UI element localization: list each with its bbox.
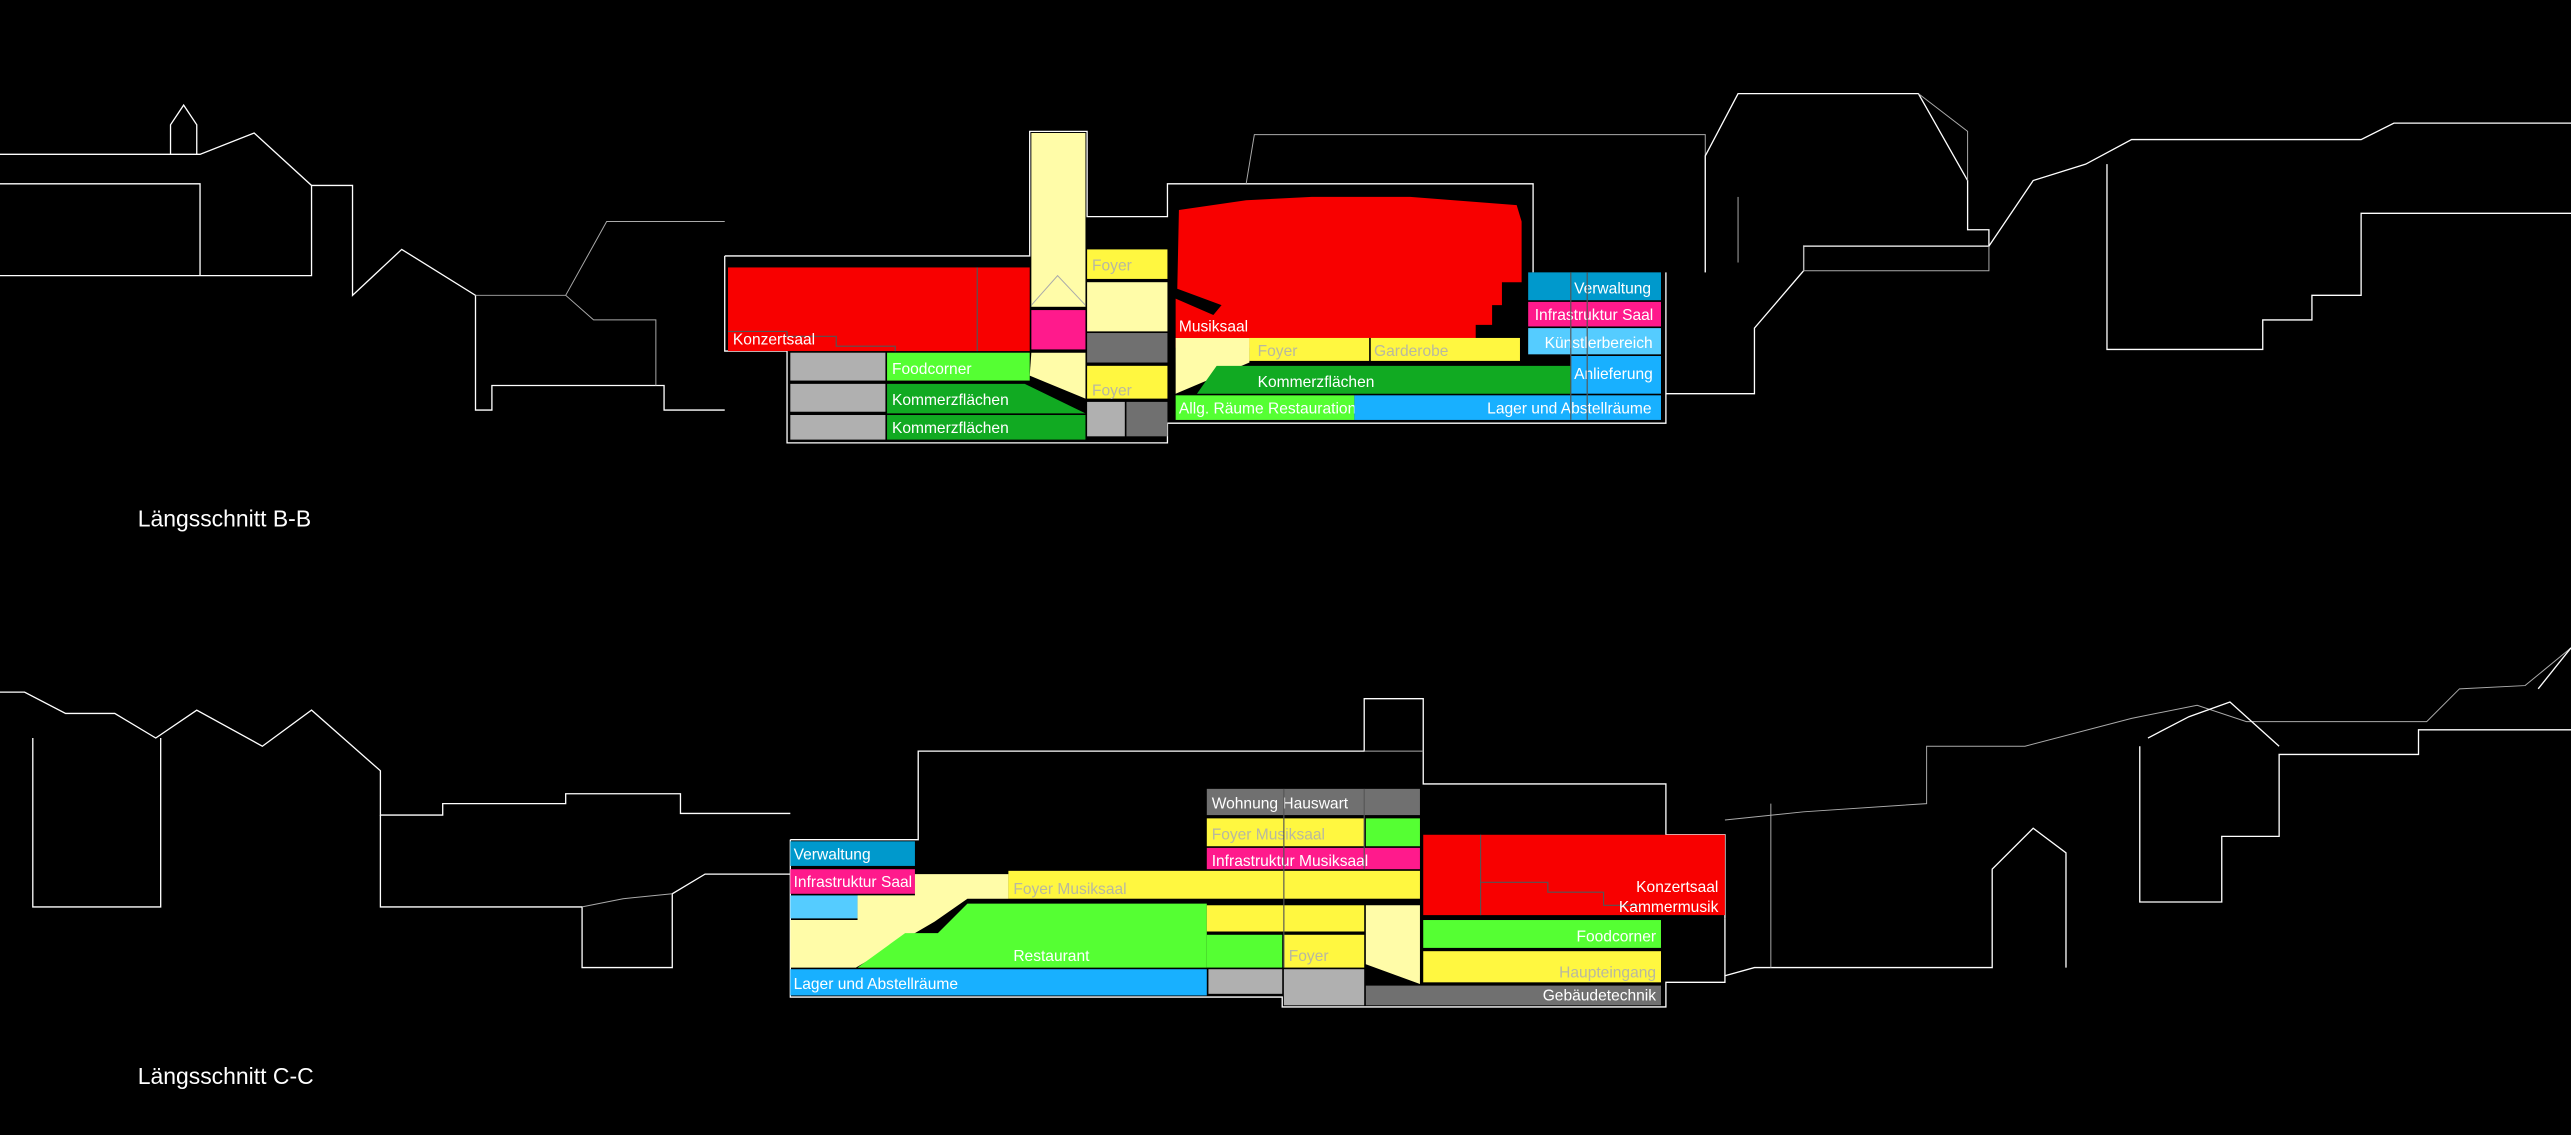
label-musiksaal: Musiksaal [1179,318,1248,335]
label-foyer-mid: Foyer [1092,382,1132,399]
room-gebaeudetechnik[interactable] [1365,985,1661,1006]
room-foyer-right[interactable] [1249,337,1370,361]
room-lager-bb[interactable] [1354,395,1661,420]
room-kommerz-1[interactable] [887,383,1086,414]
room-foyer-mid[interactable] [1087,365,1168,399]
room-stair-tower [1031,132,1086,307]
room-grey-2 [790,383,886,412]
room-verwaltung-cc[interactable] [790,841,915,866]
label-kommerz-1: Kommerzflächen [892,392,1009,409]
label-gebaeudetechnik: Gebäudetechnik [1543,987,1657,1004]
room-foyer-musiksaal-upper[interactable] [1206,818,1365,847]
label-lager-bb: Lager und Abstellräume [1487,400,1651,417]
room-yellow-mid [1206,905,1365,932]
section-bb: Konzertsaal Foyer Foyer Foodcorner Komme… [728,132,1661,440]
label-verwaltung-bb: Verwaltung [1574,281,1651,298]
room-foyer-cc[interactable] [1283,934,1365,968]
room-wohnung-hauswart[interactable] [1206,788,1420,816]
label-infrastruktur-bb: Infrastruktur Saal [1535,307,1654,324]
room-allg-raeume[interactable] [1175,395,1355,420]
room-infrastruktur-saal-cc[interactable] [790,869,915,894]
room-technik-light [1087,401,1125,437]
label-foyer-top: Foyer [1092,258,1132,275]
label-kammermusik: Kammermusik [1619,899,1719,916]
room-foyer-wedge-cc [1365,905,1420,984]
room-foyer-top[interactable] [1087,249,1168,279]
room-grey-1 [790,352,886,381]
room-technik-light-cc-1 [1208,969,1283,994]
room-technik-dark-2 [1126,401,1168,437]
room-foodcorner-bb[interactable] [887,352,1030,381]
room-haupteingang[interactable] [1423,951,1661,983]
section-title-cc: Längsschnitt C-C [138,1063,314,1089]
room-foyer-light-cc [790,874,1009,968]
room-grey-3 [790,415,886,440]
label-allg-raeume: Allg. Räume Restauration [1179,400,1356,417]
label-foyer-musiksaal-upper: Foyer Musiksaal [1212,827,1325,844]
room-garderobe[interactable] [1370,337,1520,361]
room-kuenstlerbereich[interactable] [1528,328,1661,355]
label-konzertsaal-cc: Konzertsaal [1636,879,1718,896]
section-title-bb: Längsschnitt B-B [138,506,311,532]
label-konzertsaal: Konzertsaal [733,332,815,349]
section-cc: Verwaltung Infrastruktur Saal Foyer Musi… [790,788,1725,1006]
room-infrastruktur-musiksaal[interactable] [1206,847,1420,870]
label-haupteingang: Haupteingang [1559,964,1656,981]
room-green-upper [1365,818,1420,847]
label-foodcorner: Foodcorner [892,361,972,378]
label-foyer-right: Foyer [1258,343,1298,360]
room-foodcorner-cc[interactable] [1423,920,1661,948]
room-lager-cc[interactable] [790,969,1207,996]
room-kuenstler-cc [790,895,858,919]
room-foyer-musiksaal[interactable] [1008,870,1420,899]
label-foyer-musiksaal: Foyer Musiksaal [1013,881,1126,898]
room-foyer-wedge-right [1175,337,1250,394]
room-technik-light-cc-2 [1283,969,1365,1006]
label-anlieferung: Anlieferung [1574,366,1653,383]
label-wohnung: Wohnung Hauswart [1212,796,1349,813]
label-verwaltung-cc: Verwaltung [794,846,871,863]
room-infrastruktur-bb-tower [1031,310,1086,350]
label-infrastruktur-musiksaal: Infrastruktur Musiksaal [1212,853,1369,870]
context-buildings-bb [0,92,2571,444]
room-musiksaal[interactable] [1175,196,1522,348]
label-kommerz-3: Kommerzflächen [1258,374,1375,391]
label-foyer-cc: Foyer [1289,948,1329,965]
room-foyer-wedge [1029,352,1086,399]
label-kommerz-2: Kommerzflächen [892,420,1009,437]
room-foyer-light [1087,282,1168,332]
room-kommerz-3[interactable] [1196,365,1571,394]
label-kuenstler: Künstlerbereich [1545,335,1653,352]
room-konzertsaal-kammermusik[interactable] [1423,834,1725,916]
label-garderobe: Garderobe [1374,343,1448,360]
room-green-mid [1206,934,1283,968]
room-anlieferung[interactable] [1570,355,1661,394]
room-verwaltung-bb[interactable] [1528,272,1661,301]
room-restaurant[interactable] [857,903,1207,968]
label-infrastruktur-saal-cc: Infrastruktur Saal [794,874,912,891]
room-infrastruktur-saal-bb[interactable] [1528,301,1661,327]
room-kommerz-2[interactable] [887,415,1086,440]
room-technik-dark [1087,333,1168,363]
label-restaurant: Restaurant [1013,948,1090,965]
label-foodcorner-cc: Foodcorner [1576,928,1656,945]
room-konzertsaal-bb[interactable] [728,267,1030,352]
label-lager-cc: Lager und Abstellräume [794,976,958,993]
